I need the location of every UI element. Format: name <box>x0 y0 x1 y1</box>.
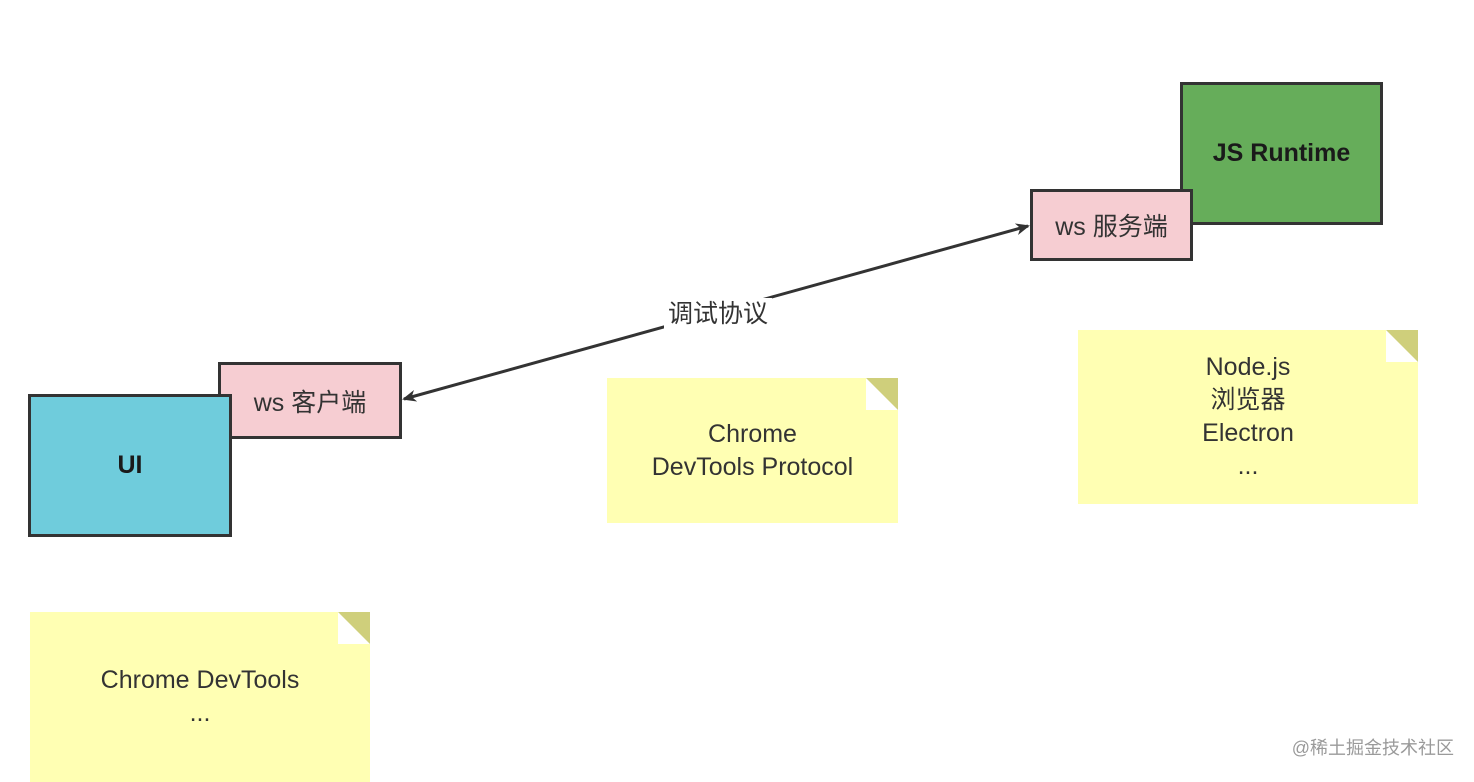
js-runtime-node: JS Runtime <box>1180 82 1383 225</box>
note-fold <box>338 612 370 644</box>
note-line: Chrome <box>708 419 797 448</box>
note-fold <box>866 378 898 410</box>
note-frontends: Chrome DevTools ... <box>30 612 370 782</box>
note-line: Node.js <box>1205 353 1291 381</box>
note-runtimes: Node.js 浏览器 Electron ... <box>1078 330 1418 504</box>
note-line: DevTools Protocol <box>651 452 854 481</box>
note-protocol: Chrome DevTools Protocol <box>607 378 898 523</box>
note-line: 浏览器 <box>1210 386 1286 414</box>
ui-node: UI <box>28 394 232 537</box>
note-fold <box>1386 330 1418 362</box>
note-line: Chrome DevTools <box>100 666 300 694</box>
note-line: ... <box>1237 452 1259 480</box>
note-line: ... <box>189 699 211 727</box>
ws-server-node: ws 服务端 <box>1030 189 1193 261</box>
watermark: @稀土掘金技术社区 <box>1291 738 1454 758</box>
ws-client-node: ws 客户端 <box>218 362 402 439</box>
note-line: Electron <box>1202 419 1294 447</box>
edge-label-debug-protocol: 调试协议 <box>664 298 773 330</box>
